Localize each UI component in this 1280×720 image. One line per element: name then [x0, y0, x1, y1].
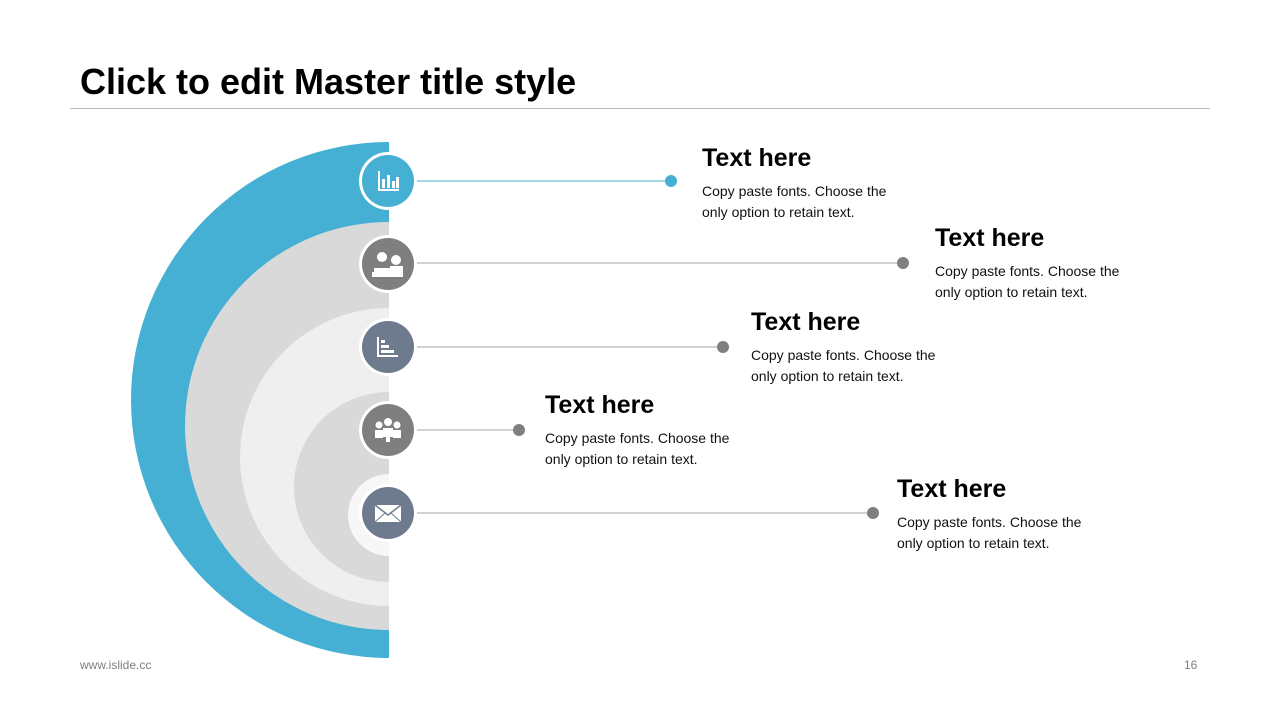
- title-divider: [70, 108, 1210, 109]
- slide-title: Click to edit Master title style: [80, 61, 577, 102]
- page-number: 16: [1184, 658, 1198, 672]
- connector-dot-2: [897, 257, 909, 269]
- bar-chart-icon: [359, 152, 417, 210]
- text-block-body: Copy paste fonts. Choose the only option …: [702, 181, 922, 223]
- text-block-3: Text here Copy paste fonts. Choose the on…: [751, 307, 971, 387]
- body-line: Copy paste fonts. Choose the: [897, 514, 1082, 530]
- text-block-heading: Text here: [545, 391, 655, 419]
- body-line: only option to retain text.: [751, 368, 904, 384]
- body-line: only option to retain text.: [702, 204, 855, 220]
- text-block-5: Text here Copy paste fonts. Choose the on…: [897, 474, 1117, 554]
- text-block-4: Text here Copy paste fonts. Choose the on…: [545, 390, 765, 470]
- connector-dot-3: [717, 341, 729, 353]
- text-block-body: Copy paste fonts. Choose the only option …: [751, 345, 971, 387]
- body-line: Copy paste fonts. Choose the: [545, 430, 730, 446]
- envelope-icon: [359, 484, 417, 542]
- text-block-heading: Text here: [751, 308, 861, 336]
- step-chart-icon: [359, 318, 417, 376]
- text-block-body: Copy paste fonts. Choose the only option …: [897, 512, 1117, 554]
- body-line: only option to retain text.: [935, 284, 1088, 300]
- body-line: Copy paste fonts. Choose the: [702, 183, 887, 199]
- text-block-1: Text here Copy paste fonts. Choose the on…: [702, 143, 922, 223]
- text-block-body: Copy paste fonts. Choose the only option …: [545, 428, 765, 470]
- connector-dot-4: [513, 424, 525, 436]
- body-line: Copy paste fonts. Choose the: [751, 347, 936, 363]
- connector-dot-5: [867, 507, 879, 519]
- text-block-body: Copy paste fonts. Choose the only option …: [935, 261, 1155, 303]
- text-block-heading: Text here: [897, 475, 1007, 503]
- text-block-heading: Text here: [702, 144, 812, 172]
- connector-dot-1: [665, 175, 677, 187]
- meeting-icon: [359, 235, 417, 293]
- footer-url: www.islide.cc: [80, 658, 152, 672]
- text-block-2: Text here Copy paste fonts. Choose the on…: [935, 223, 1155, 303]
- team-icon: [359, 401, 417, 459]
- body-line: only option to retain text.: [897, 535, 1050, 551]
- body-line: Copy paste fonts. Choose the: [935, 263, 1120, 279]
- text-block-heading: Text here: [935, 224, 1045, 252]
- body-line: only option to retain text.: [545, 451, 698, 467]
